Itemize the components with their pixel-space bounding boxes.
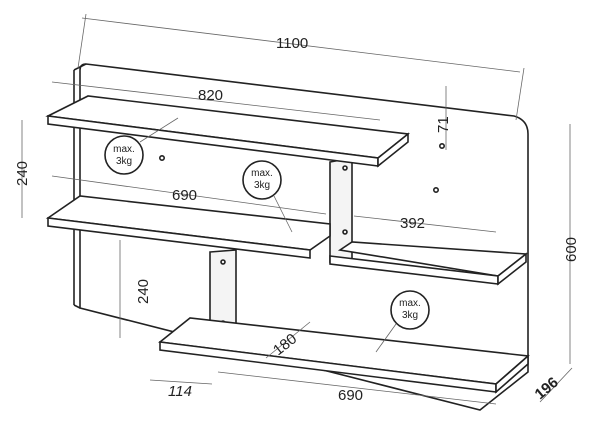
load-label-line2: 3kg: [402, 310, 418, 321]
mounting-hole: [159, 155, 166, 162]
dim-total-height: 600: [563, 237, 580, 262]
dim-right-shelf-width: 392: [400, 215, 425, 232]
bottom-shelf-side: [495, 354, 529, 394]
dim-line-bottom-shelf: [217, 371, 497, 405]
mounting-hole: [438, 143, 445, 150]
load-label-circle: [390, 290, 430, 330]
back-panel-bottom-edge: [73, 304, 81, 309]
dim-line-total-width: [81, 17, 521, 73]
load-label-circle: [242, 160, 282, 200]
dim-middle-shelf-width: 690: [172, 187, 197, 204]
divider-screw: [342, 229, 348, 235]
back-panel-top-edge: [73, 63, 87, 71]
dim-top-shelf-width: 820: [198, 87, 223, 104]
right-shelf-side: [497, 252, 527, 286]
dim-ext-line: [77, 13, 87, 69]
dim-line-top-shelf: [51, 81, 381, 121]
load-label-arrow: [139, 117, 179, 143]
divider-screw: [342, 165, 348, 171]
top-shelf-side: [377, 132, 409, 168]
middle-shelf-front: [47, 217, 311, 259]
load-label-circle: [104, 135, 144, 175]
dim-upper-spacing: 240: [14, 161, 31, 186]
dim-line-middle-shelf: [51, 175, 327, 215]
dim-ext-line: [515, 67, 525, 121]
divider-screw: [220, 259, 226, 265]
dim-line-total-depth: [539, 367, 573, 403]
dim-lower-spacing: 240: [135, 279, 152, 304]
dim-total-width: 1100: [276, 35, 308, 52]
load-label: max. 3kg: [242, 160, 293, 233]
dim-bottom-shelf-width: 690: [338, 387, 363, 404]
load-label-line1: max.: [399, 298, 421, 309]
load-label-line1: max.: [251, 168, 273, 179]
mounting-hole: [432, 187, 439, 194]
load-label-line2: 3kg: [254, 180, 270, 191]
load-label-line2: 3kg: [116, 156, 132, 167]
dim-total-depth: 196: [532, 374, 562, 403]
load-label-arrow: [273, 195, 293, 233]
load-label: max. 3kg: [375, 290, 430, 353]
dim-line-right-shelf: [353, 215, 497, 233]
dim-left-offset: 114: [168, 383, 192, 400]
dim-top-offset: 71: [435, 116, 452, 133]
load-label: max. 3kg: [104, 117, 179, 175]
load-label-arrow: [375, 323, 397, 353]
dim-line-left-offset: [149, 379, 213, 385]
load-label-line1: max.: [113, 144, 135, 155]
dim-line-shelf-depth: [265, 321, 311, 359]
